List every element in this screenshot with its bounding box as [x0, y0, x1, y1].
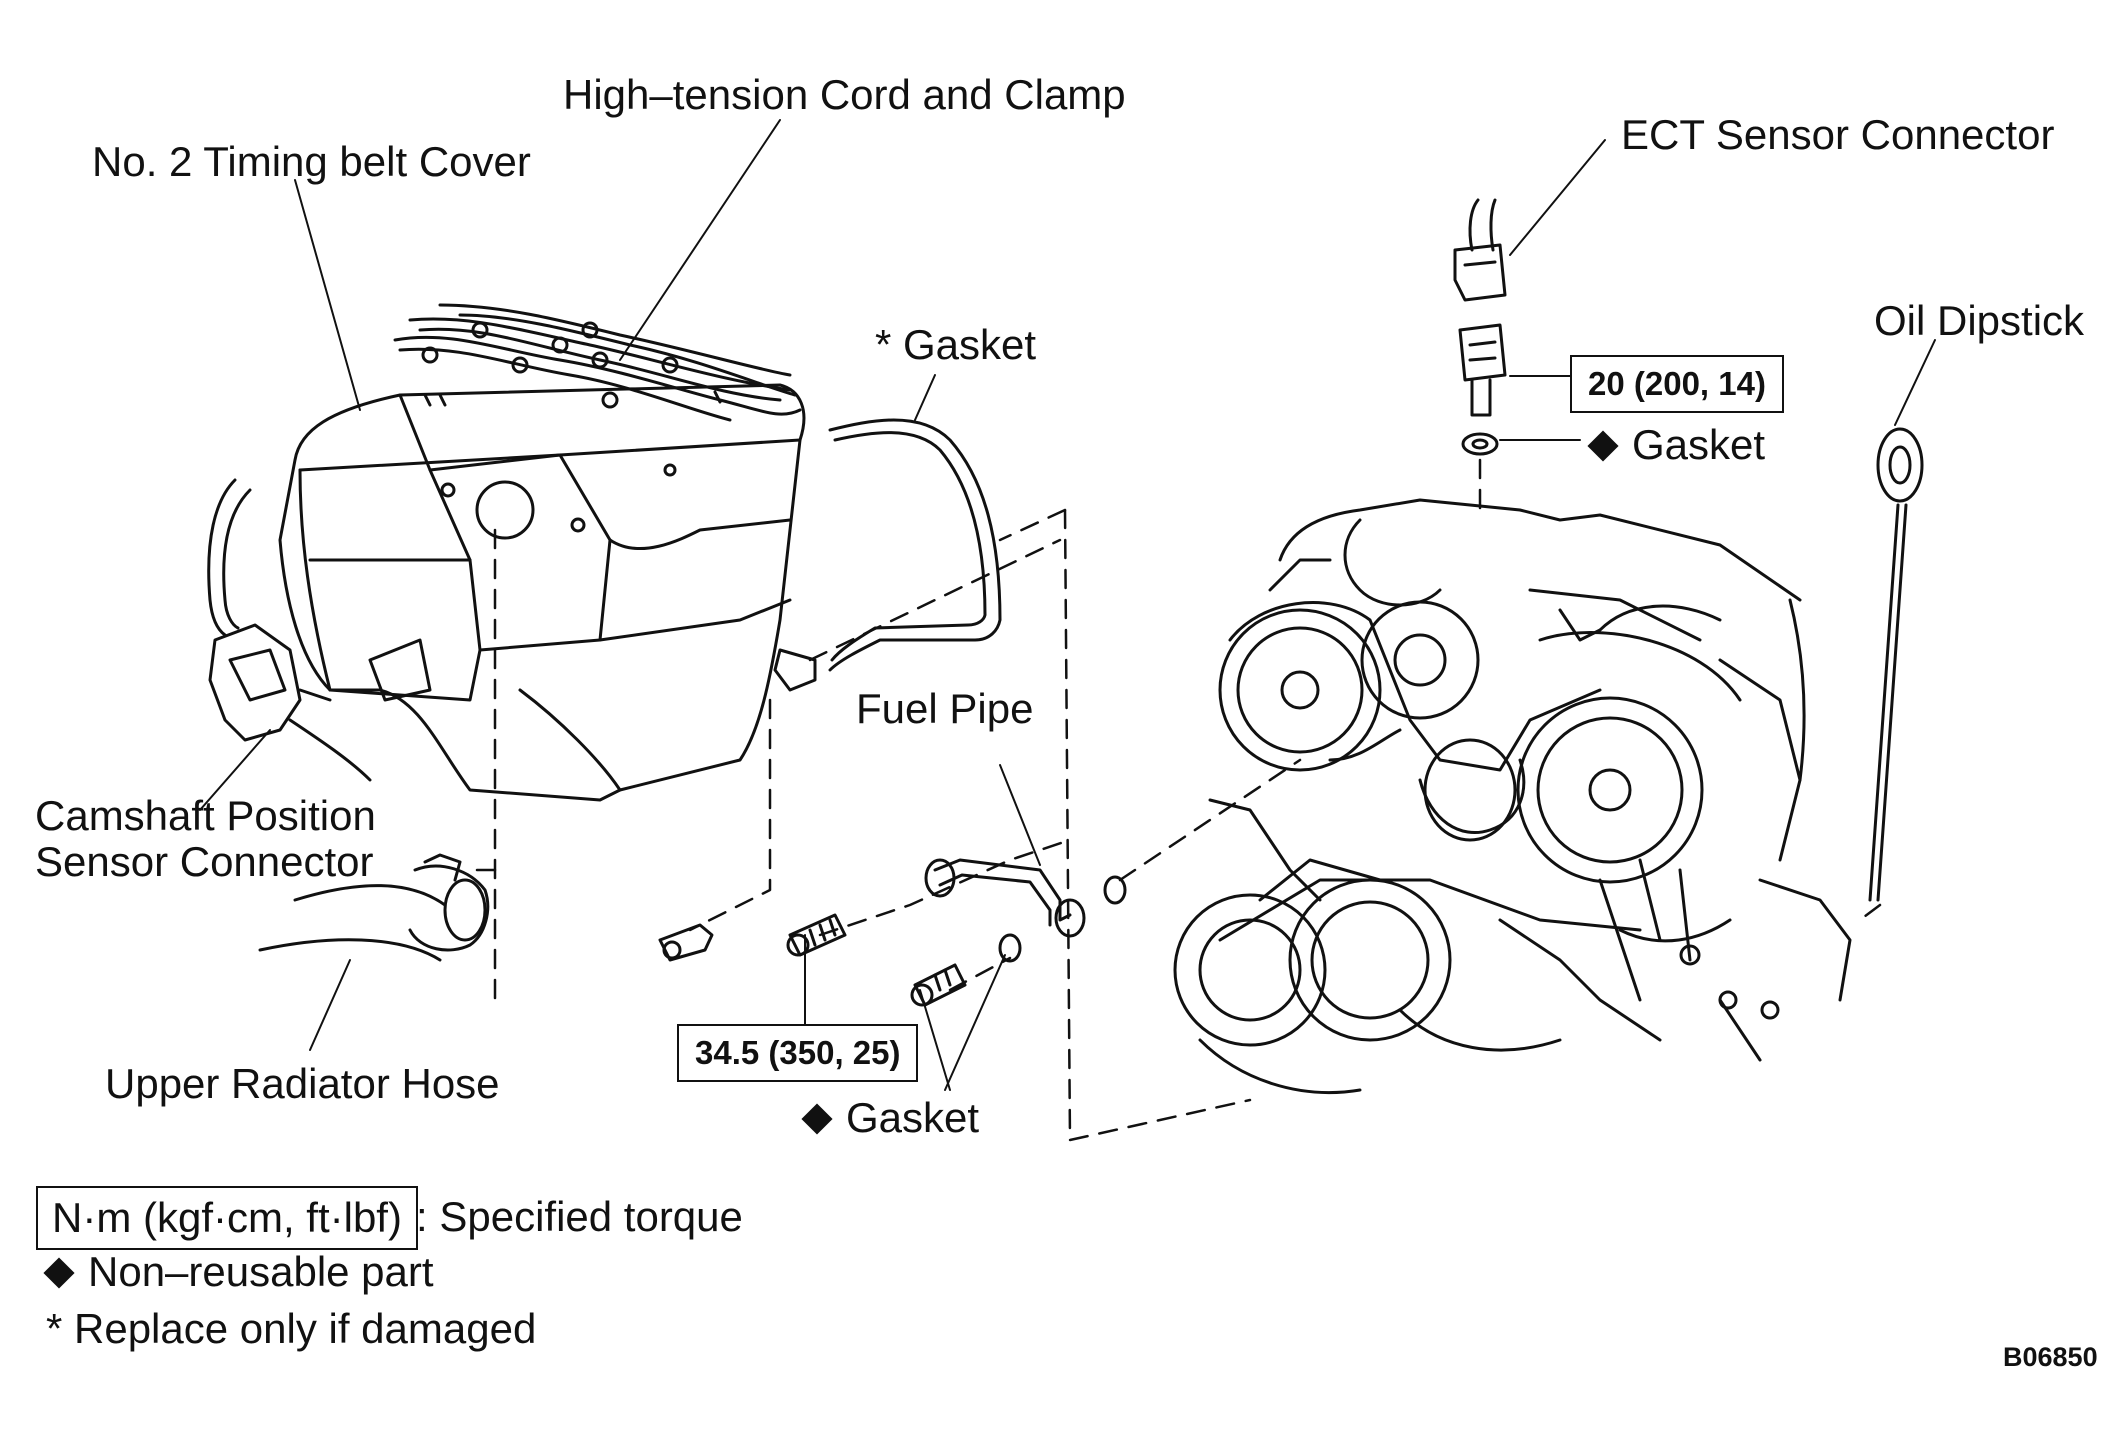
high-tension-cord-label: High–tension Cord and Clamp [563, 71, 1126, 118]
figure-code: B06850 [2003, 1342, 2098, 1372]
legend-non-reusable: Non–reusable part [42, 1251, 434, 1293]
ect-gasket-text: Gasket [1632, 421, 1766, 468]
bolt-gasket-text: Gasket [846, 1094, 980, 1141]
bolts-and-fuel-pipe-drawing [658, 858, 1127, 1007]
engine-block-drawing [1173, 498, 1852, 1094]
oil-dipstick-drawing [1868, 427, 1924, 902]
legend-torque-description: : Specified torque [416, 1193, 743, 1240]
bolt-gasket-label: Gasket [800, 1097, 979, 1139]
legend-non-reusable-text: Non–reusable part [88, 1248, 434, 1295]
non-reusable-diamond-icon [43, 1257, 75, 1289]
timing-gasket-label: * Gasket [875, 321, 1037, 368]
camshaft-connector-label-line1: Camshaft Position [35, 792, 376, 839]
timing-belt-cover-drawing [278, 383, 817, 802]
ect-torque-box: 20 (200, 14) [1570, 355, 1784, 413]
camshaft-connector-drawing [207, 478, 372, 782]
timing-belt-cover-label: No. 2 Timing belt Cover [92, 138, 531, 185]
high-tension-cords-drawing [393, 303, 802, 422]
fuel-pipe-label: Fuel Pipe [856, 685, 1034, 732]
ect-gasket-label: Gasket [1586, 424, 1765, 466]
camshaft-connector-label-line2: Sensor Connector [35, 838, 374, 885]
non-reusable-diamond-icon [801, 1103, 833, 1135]
upper-radiator-hose-drawing [258, 853, 490, 962]
timing-cover-gasket-drawing [828, 418, 1002, 672]
non-reusable-diamond-icon [1587, 430, 1619, 462]
legend-torque-box: N·m (kgf·cm, ft·lbf) [36, 1186, 418, 1250]
legend-replace-note: * Replace only if damaged [46, 1305, 537, 1352]
ect-sensor-connector-label: ECT Sensor Connector [1621, 111, 2055, 158]
oil-dipstick-label: Oil Dipstick [1874, 297, 2085, 344]
assembly-dashed-lines [468, 458, 1882, 1142]
ect-sensor-drawing [1453, 198, 1507, 456]
bolt-torque-box: 34.5 (350, 25) [677, 1024, 919, 1082]
upper-radiator-hose-label: Upper Radiator Hose [105, 1060, 500, 1107]
leader-lines [199, 119, 1936, 1091]
